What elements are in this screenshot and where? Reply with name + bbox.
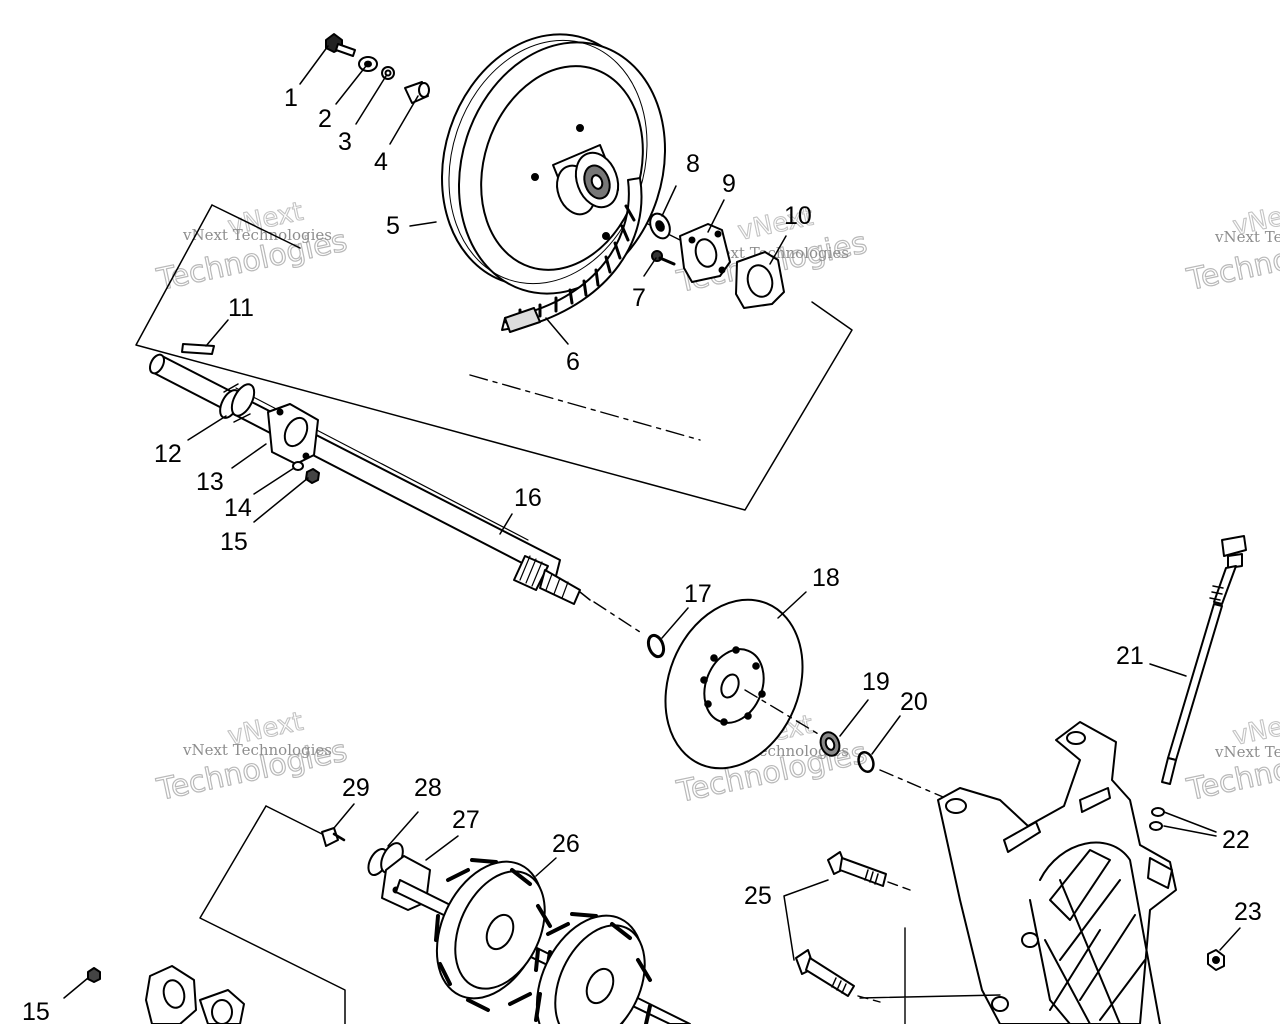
- drive-shaft-part-16: [148, 353, 641, 633]
- nut-part-23: [1207, 949, 1225, 971]
- bolt-part-25-upper: [827, 851, 911, 891]
- callout-7: 7: [632, 284, 646, 312]
- callout-19: 19: [862, 668, 890, 696]
- watermark-3: Technologies vNext vNext Technologies: [1183, 196, 1280, 298]
- callout-5: 5: [386, 212, 400, 240]
- callout-29: 29: [342, 774, 370, 802]
- washer-part-8: [649, 212, 671, 240]
- callout-20: 20: [900, 688, 928, 716]
- upper-group-bracket: [135, 204, 853, 511]
- watermark-6: Technologies vNext vNext Technologies: [1183, 706, 1280, 808]
- callout-25: 25: [744, 882, 772, 910]
- callout-15: 15: [220, 528, 248, 556]
- svg-text:vNext Technologies: vNext Technologies: [1214, 743, 1280, 761]
- track-shaft-part-26: [395, 858, 691, 1029]
- key-part-11: [181, 343, 215, 355]
- svg-text:vNext Technologies: vNext Technologies: [699, 244, 849, 262]
- callout-1: 1: [284, 84, 298, 112]
- centerline-housing: [859, 927, 1001, 1025]
- washer-part-2: [358, 56, 378, 72]
- callout-27: 27: [452, 806, 480, 834]
- ring-part-17: [646, 633, 666, 659]
- callout-11: 11: [228, 294, 254, 322]
- callout-2: 2: [318, 105, 332, 133]
- drive-chain-part-6: [501, 177, 643, 333]
- bolt-part-25-lower: [795, 949, 881, 1003]
- washer-part-14: [292, 461, 304, 471]
- drive-pulley-part-5: [440, 33, 667, 295]
- callout-16: 16: [514, 484, 542, 512]
- bolt-part-7: [651, 250, 676, 266]
- bearing-flange-part-9: [679, 223, 731, 283]
- ring-part-20: [857, 751, 875, 773]
- watermark-4: Technologies vNext vNext Technologies: [153, 706, 351, 808]
- callout-18: 18: [812, 564, 840, 592]
- watermark-1: Technologies vNext vNext Technologies: [153, 196, 351, 298]
- callout-10: 10: [784, 202, 812, 230]
- chaincase-housing: [937, 721, 1177, 1025]
- centerline-upper: [469, 374, 701, 441]
- callout-9: 9: [722, 170, 736, 198]
- bolt-part-1: [325, 33, 356, 57]
- svg-text:vNext Technologies: vNext Technologies: [182, 226, 332, 244]
- nut-part-15-lower: [87, 967, 101, 983]
- callout-26: 26: [552, 830, 580, 858]
- callout-15-lower: 15: [22, 998, 50, 1024]
- dipstick-part-21: [1161, 535, 1247, 785]
- washer-part-22: [1149, 807, 1165, 831]
- callout-22: 22: [1222, 826, 1250, 854]
- callout-17: 17: [684, 580, 712, 608]
- leader-lines: [63, 45, 1241, 999]
- centerline-lower: [744, 689, 951, 801]
- svg-text:vNext Technologies: vNext Technologies: [1214, 228, 1280, 246]
- callout-23: 23: [1234, 898, 1262, 926]
- washer-part-3: [381, 66, 395, 80]
- callout-28: 28: [414, 774, 442, 802]
- callout-6: 6: [566, 348, 580, 376]
- bearing-part-19: [819, 731, 841, 757]
- callout-8: 8: [686, 150, 700, 178]
- bearing-part-12: [219, 383, 256, 423]
- callout-labels: 1 2 3 4 5 6 7 8 9 10 11 12 13 14 15 16 1…: [22, 84, 1262, 1026]
- svg-text:vNext Technologies: vNext Technologies: [182, 741, 332, 759]
- callout-13: 13: [196, 468, 224, 496]
- spacer-part-4: [404, 81, 430, 104]
- callout-14: 14: [224, 494, 252, 522]
- nut-part-15: [305, 468, 320, 484]
- callout-12: 12: [154, 440, 182, 468]
- flange-lower-left: [145, 965, 245, 1025]
- callout-4: 4: [374, 148, 388, 176]
- bearing-plate-part-10: [735, 251, 785, 309]
- flange-part-13: [267, 403, 319, 465]
- callout-21: 21: [1116, 642, 1144, 670]
- lower-group-bracket: [199, 805, 346, 1025]
- callout-3: 3: [338, 128, 352, 156]
- brake-disc-part-18: [664, 598, 804, 770]
- bolt-part-29: [321, 827, 346, 847]
